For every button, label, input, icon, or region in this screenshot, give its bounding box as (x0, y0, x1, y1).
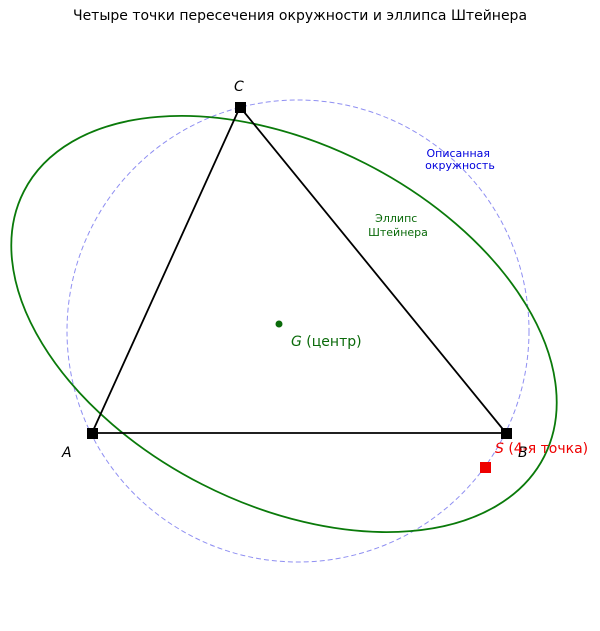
vertex-a-label: A (61, 445, 72, 461)
vertex-a-marker (87, 428, 98, 439)
vertex-b-label: B (518, 445, 528, 461)
steiner-ellipse (10, 115, 558, 533)
circumcircle-label-line-1: Описанная (426, 147, 490, 160)
point-s-marker (480, 462, 491, 473)
vertex-c-label: C (234, 79, 244, 95)
vertex-b-marker (501, 428, 512, 439)
centroid-text: (центр) (302, 334, 362, 350)
circumcircle-label-line-2: окружность (425, 159, 495, 172)
point-s-label: S (4-я точка) (495, 441, 588, 457)
centroid-dot (275, 320, 283, 328)
point-s-text: (4-я точка) (504, 441, 588, 457)
triangle (90, 105, 508, 434)
point-s-letter: S (495, 441, 504, 457)
circumcircle-label: Описанная окружность (425, 147, 495, 172)
vertex-c-marker (235, 102, 246, 113)
ellipse-label-line-1: Эллипс (375, 212, 417, 225)
ellipse-label-line-2: Штейнера (368, 226, 428, 239)
centroid-letter: G (291, 334, 302, 350)
ellipse-label: Эллипс Штейнера (368, 212, 428, 239)
centroid-label: G (центр) (291, 334, 362, 350)
circumcircle (66, 99, 530, 563)
figure-title: Четыре точки пересечения окружности и эл… (72, 8, 528, 24)
